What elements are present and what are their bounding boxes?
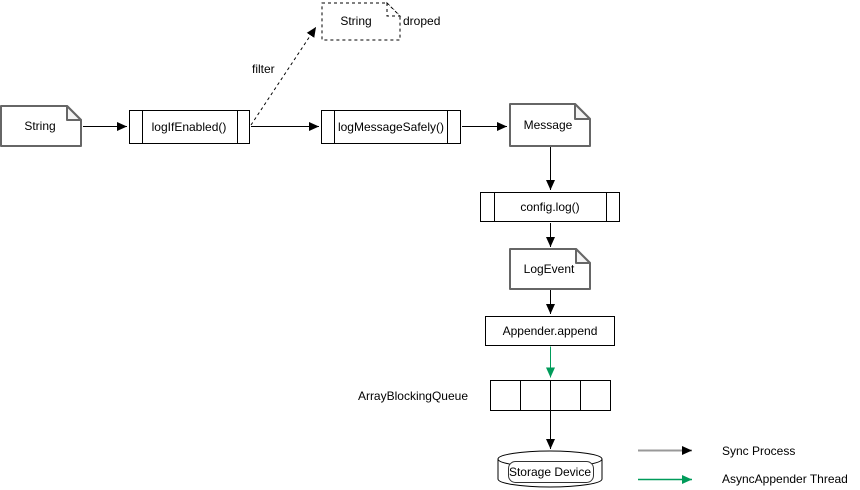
log-if-enabled-shape — [129, 110, 250, 144]
node-log-message-safely: logMessageSafely() — [321, 110, 461, 144]
node-input-string: String — [0, 105, 82, 147]
log-event-label: LogEvent — [524, 262, 575, 276]
log-if-enabled-label: logIfEnabled() — [152, 120, 227, 134]
dropped-string-document-shape — [321, 2, 401, 41]
node-message: Message — [509, 103, 591, 147]
node-log-event: LogEvent — [509, 248, 591, 290]
array-blocking-queue-label: ArrayBlockingQueue — [358, 389, 468, 403]
node-appender-append: Appender.append — [485, 316, 615, 346]
log-event-document-shape — [509, 248, 591, 290]
node-dropped-string: String — [321, 1, 402, 41]
edge-filter-dashed-arrow — [250, 26, 317, 126]
log-message-safely-label: logMessageSafely() — [338, 120, 444, 134]
legend: Sync Process AsyncAppender Thread — [638, 444, 848, 486]
input-string-document-shape — [0, 105, 82, 147]
dropped-string-label: String — [340, 14, 371, 28]
node-config-log: config.log() — [480, 192, 620, 222]
config-log-shape — [480, 192, 620, 222]
appender-append-shape — [485, 316, 615, 346]
appender-append-label: Appender.append — [503, 324, 598, 338]
legend-sync-label: Sync Process — [722, 444, 795, 458]
log-event-fold-corner-icon — [575, 248, 591, 264]
log-message-safely-shape — [321, 110, 461, 144]
node-log-if-enabled: logIfEnabled() — [129, 110, 250, 144]
filter-edge-label: filter — [252, 62, 275, 76]
node-storage-device: Storage Device — [497, 450, 603, 488]
dropped-string-fold-corner-icon — [386, 1, 402, 17]
message-document-shape — [509, 103, 591, 147]
input-string-label: String — [24, 119, 55, 133]
config-log-label: config.log() — [520, 200, 579, 214]
message-fold-corner-icon — [574, 103, 591, 120]
legend-async-label: AsyncAppender Thread — [722, 472, 848, 486]
node-array-blocking-queue — [490, 380, 611, 411]
message-label: Message — [524, 118, 573, 132]
input-string-fold-corner-icon — [66, 105, 82, 121]
dropped-note-label: droped — [403, 14, 440, 28]
storage-device-label-outline — [508, 461, 594, 483]
storage-device-label: Storage Device — [509, 465, 591, 479]
